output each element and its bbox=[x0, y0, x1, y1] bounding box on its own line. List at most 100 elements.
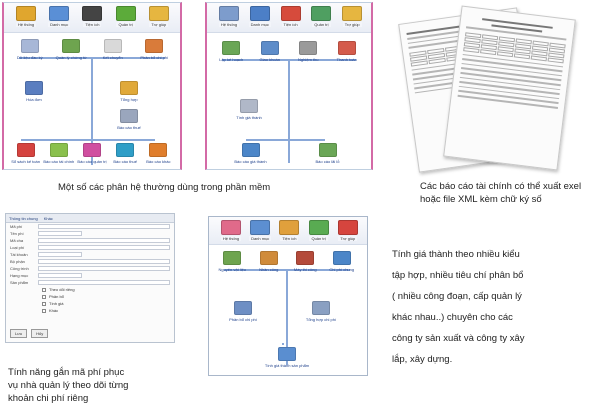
checkbox-label: Tính giá bbox=[49, 301, 64, 306]
module-phan-bo-chi-phi[interactable]: Phân bổ chi phí bbox=[223, 301, 263, 322]
caption-form-line-2: vụ nhà quản lý theo dõi từng bbox=[8, 380, 129, 391]
module-du-lieu-dau-ky[interactable]: Dữ liệu đầu kỳ bbox=[10, 39, 50, 60]
module-tinh-gia-thanh-san-pham[interactable]: Tính giá thành sản phẩm bbox=[265, 347, 309, 368]
form-field-input[interactable] bbox=[38, 266, 170, 271]
module-tong-hop-chi-phi[interactable]: Tổng hợp chi phí bbox=[301, 301, 341, 322]
module-lap-ke-hoach[interactable]: Lập kế hoạch bbox=[211, 41, 251, 62]
toolbar-label: Tiện ích bbox=[280, 236, 299, 241]
tab-other[interactable]: Khác bbox=[43, 216, 53, 221]
toolbar-quan-tri[interactable]: Quản trị bbox=[109, 6, 143, 27]
module-hoa-don[interactable]: Hóa đơn bbox=[14, 81, 54, 102]
toolbar-quan-tri[interactable]: Quản trị bbox=[304, 6, 338, 27]
caption-right: Tính giá thành theo nhiều kiểu tập hợp, … bbox=[392, 244, 525, 370]
module-bao-cao-thue[interactable]: Báo cáo thuế bbox=[105, 143, 145, 164]
form-field-input[interactable] bbox=[38, 245, 170, 250]
module-icon bbox=[299, 41, 318, 55]
module-phan-bo-chi-phi[interactable]: Phân bổ chi phí bbox=[134, 39, 174, 60]
cancel-button[interactable]: Hủy bbox=[31, 329, 49, 338]
module-icon bbox=[223, 251, 242, 265]
checkbox-label: Khác bbox=[49, 308, 59, 313]
module-label: Tính giá thành bbox=[236, 115, 262, 120]
building-icon bbox=[219, 6, 239, 21]
form-field-input[interactable] bbox=[38, 238, 170, 243]
module-icon bbox=[149, 143, 168, 157]
connector-vertical bbox=[91, 57, 93, 165]
toolbar-he-thong[interactable]: Hệ thống bbox=[9, 6, 43, 27]
checkbox[interactable] bbox=[42, 287, 46, 292]
module-bao-cao-lai-lo[interactable]: Báo cáo lãi lỗ bbox=[308, 143, 348, 164]
module-bao-cao-gia-thanh[interactable]: Báo cáo giá thành bbox=[231, 143, 271, 164]
module-icon bbox=[278, 347, 296, 361]
module-giao-khoan[interactable]: Giao khoán bbox=[250, 41, 290, 62]
module-icon bbox=[296, 251, 315, 265]
module-so-sach-ke-toan[interactable]: Sổ sách kế toán bbox=[6, 143, 46, 164]
toolbar-danh-muc[interactable]: Danh mục bbox=[243, 220, 277, 241]
folder-icon bbox=[311, 6, 332, 21]
module-icon bbox=[312, 301, 330, 315]
module-icon bbox=[234, 301, 252, 315]
form-tabs: Thông tin chung Khác bbox=[6, 214, 174, 223]
module-may-thi-cong[interactable]: Máy thi công bbox=[285, 251, 325, 272]
toolbar-quan-tri[interactable]: Quản trị bbox=[302, 220, 336, 241]
toolbar-tien-ich[interactable]: Tiện ích bbox=[272, 220, 306, 241]
toolbar-label: Hệ thống bbox=[218, 22, 240, 27]
toolbar-he-thong[interactable]: Hệ thống bbox=[212, 6, 246, 27]
module-quan-ly-chung-tu[interactable]: Quản lý chứng từ bbox=[51, 39, 91, 60]
connector-horizontal bbox=[282, 343, 284, 345]
form-field-label: Sản phẩm bbox=[10, 280, 29, 285]
form-check-row: Phân bổ bbox=[6, 293, 174, 300]
tab-general[interactable]: Thông tin chung bbox=[9, 216, 38, 221]
toolbar-he-thong[interactable]: Hệ thống bbox=[214, 220, 248, 241]
module-label: Thanh toán bbox=[336, 57, 357, 62]
toolbar-tro-giup[interactable]: Trợ giúp bbox=[331, 220, 365, 241]
checkbox[interactable] bbox=[42, 308, 46, 313]
form-field-input[interactable] bbox=[38, 224, 170, 229]
module-icon bbox=[16, 143, 35, 157]
caption-reports-line-1: Các báo cáo tài chính có thể xuất exel bbox=[420, 181, 582, 192]
save-button[interactable]: Lưu bbox=[10, 329, 28, 338]
module-tong-hop[interactable]: Tổng hợp bbox=[109, 81, 149, 102]
module-chi-phi-chung[interactable]: Chi phí chung bbox=[322, 251, 362, 272]
toolbar-label: Quản trị bbox=[116, 22, 135, 27]
module-nguyen-vat-lieu[interactable]: Nguyên vật liệu bbox=[212, 251, 252, 272]
toolbar-label: Hệ thống bbox=[15, 22, 37, 27]
toolbar-danh-muc[interactable]: Danh mục bbox=[243, 6, 277, 27]
module-thanh-toan[interactable]: Thanh toán bbox=[327, 41, 367, 62]
module-icon bbox=[279, 220, 300, 235]
toolbar-label: Quản trị bbox=[309, 236, 328, 241]
module-label: Phân bổ chi phí bbox=[229, 317, 257, 322]
toolbar-label: Trợ giúp bbox=[342, 22, 362, 27]
form-row: Tên phí bbox=[6, 230, 174, 237]
module-label: Báo cáo quản trị bbox=[77, 159, 107, 164]
toolbar-tro-giup[interactable]: Trợ giúp bbox=[335, 6, 369, 27]
form-field-input[interactable] bbox=[38, 231, 82, 236]
module-bao-cao-thue[interactable]: Báo cáo thuế bbox=[109, 109, 149, 130]
module-icon bbox=[259, 251, 278, 265]
module-nghiem-thu[interactable]: Nghiệm thu bbox=[288, 41, 328, 62]
checkbox-label: Theo dõi riêng bbox=[49, 287, 75, 292]
report-sheet-front bbox=[443, 5, 576, 171]
module-icon bbox=[120, 109, 138, 123]
module-icon bbox=[222, 41, 241, 55]
form-check-row: Theo dõi riêng bbox=[6, 286, 174, 293]
module-bao-cao-quan-tri[interactable]: Báo cáo quản trị bbox=[72, 143, 112, 164]
form-field-input[interactable] bbox=[38, 252, 82, 257]
caption-right-line-2: tập hợp, nhiều tiêu chí phân bổ bbox=[392, 270, 524, 281]
toolbar-tro-giup[interactable]: Trợ giúp bbox=[142, 6, 176, 27]
module-nhan-cong[interactable]: Nhân công bbox=[249, 251, 289, 272]
form-field-input[interactable] bbox=[38, 273, 82, 278]
module-tinh-gia-thanh[interactable]: Tính giá thành bbox=[229, 99, 269, 120]
checkbox[interactable] bbox=[42, 301, 46, 306]
connector-vertical bbox=[286, 269, 288, 365]
module-ket-chuyen[interactable]: Kết chuyển bbox=[93, 39, 133, 60]
toolbar-danh-muc[interactable]: Danh mục bbox=[42, 6, 76, 27]
module-bao-cao-khac[interactable]: Báo cáo khác bbox=[138, 143, 178, 164]
toolbar-tien-ich[interactable]: Tiện ích bbox=[274, 6, 308, 27]
form-field-input[interactable] bbox=[38, 280, 170, 285]
form-field-input[interactable] bbox=[38, 259, 170, 264]
toolbar-tien-ich[interactable]: Tiện ích bbox=[75, 6, 109, 27]
caption-reports: Các báo cáo tài chính có thể xuất exel h… bbox=[420, 180, 581, 206]
module-bao-cao-tai-chinh[interactable]: Báo cáo tài chính bbox=[39, 143, 79, 164]
module-icon bbox=[241, 143, 260, 157]
checkbox[interactable] bbox=[42, 294, 46, 299]
